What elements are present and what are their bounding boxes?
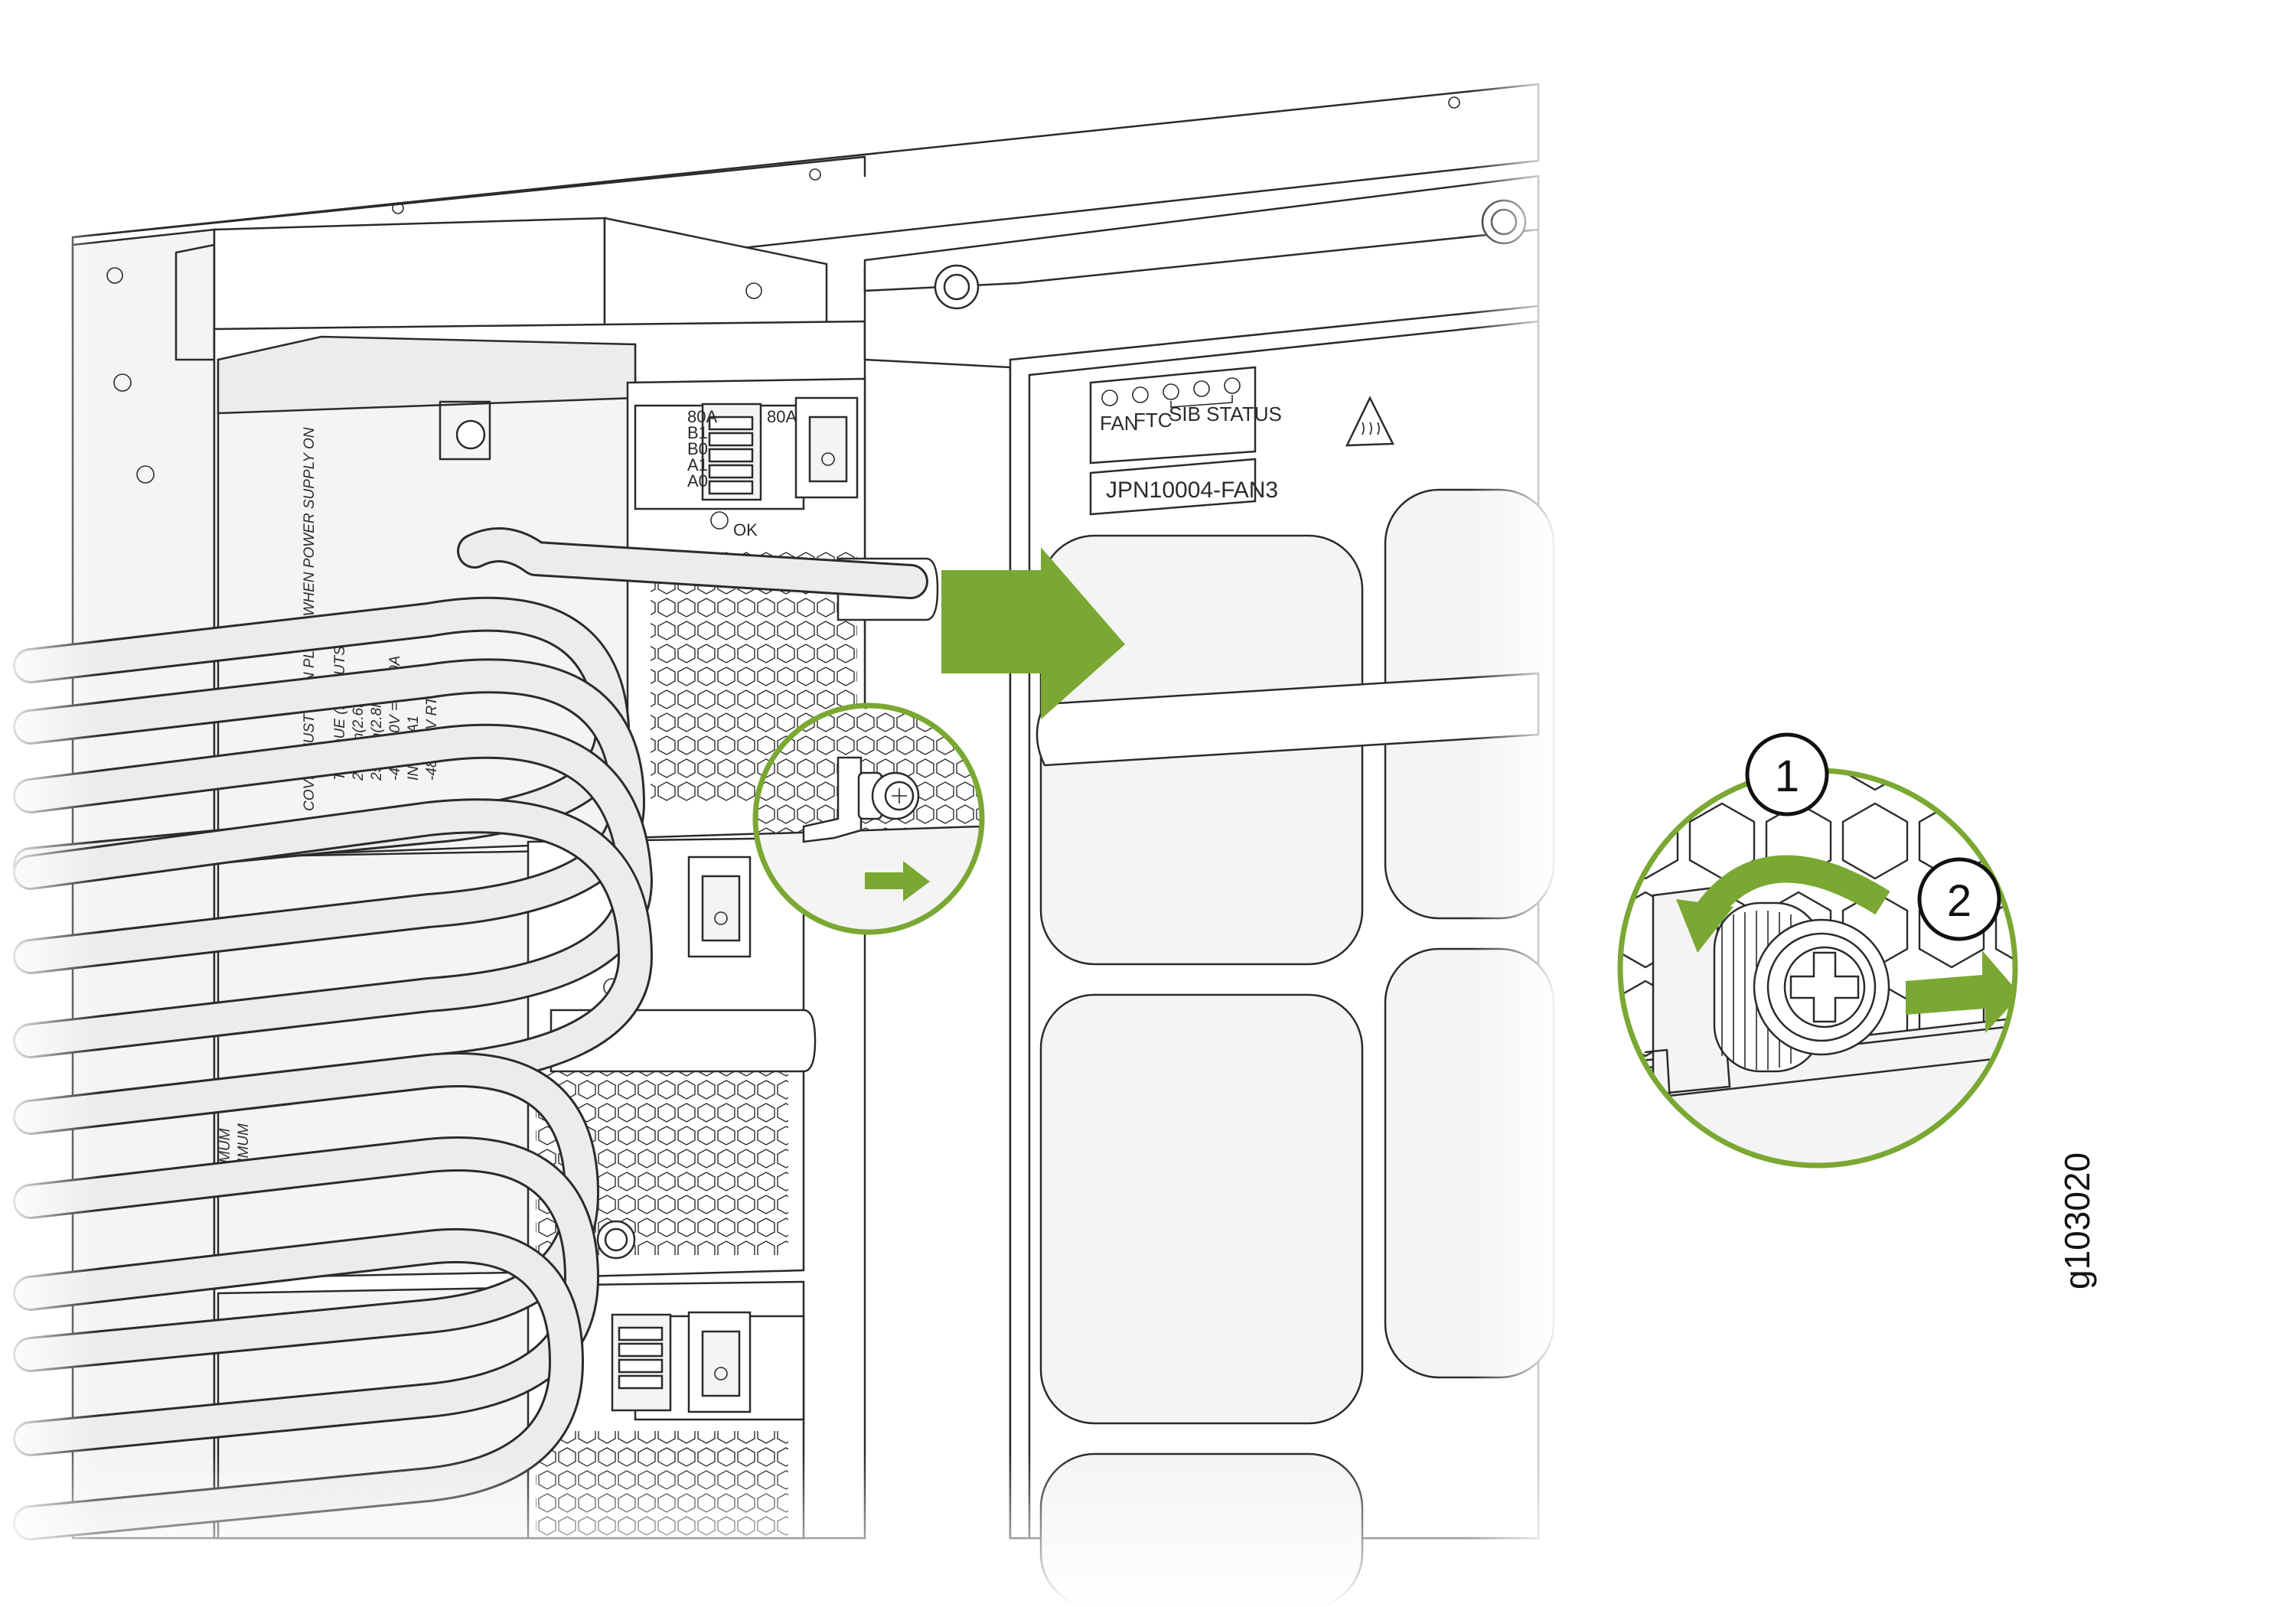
led-label-ftc: FTC — [1133, 409, 1172, 432]
zoom-detail-callout: 1 2 — [1617, 732, 2018, 1169]
hot-surface-warning-icon — [1345, 396, 1394, 447]
switch-label: B1 — [687, 423, 708, 442]
figure-id: g103020 — [2057, 1152, 2097, 1289]
switch-label: B0 — [687, 439, 708, 458]
led-label-fan: FAN — [1100, 412, 1139, 435]
switch-label: 80A — [687, 407, 717, 426]
step-1-callout: 1 — [1745, 732, 1829, 817]
switch-label: A1 — [687, 455, 708, 474]
step-1-number: 1 — [1775, 751, 1799, 801]
pull-out-arrow-icon — [1906, 950, 2015, 1033]
small-detail-callout — [752, 702, 985, 935]
switch-label: A0 — [687, 471, 708, 491]
amp-rating: 80A — [767, 407, 797, 426]
captive-thumbscrew-icon — [1713, 901, 1890, 1073]
fan-tray[interactable]: FAN FTC SIB STATUS JPN10004-FAN3 — [863, 174, 1555, 1607]
fan-tray-model: JPN10004-FAN3 — [1106, 478, 1278, 503]
power-cables — [13, 527, 928, 1540]
step-2-number: 2 — [1947, 876, 1971, 926]
ok-label: OK — [733, 520, 758, 539]
step-2-callout: 2 — [1917, 857, 2001, 941]
rotate-counterclockwise-arrow-icon — [1676, 855, 1890, 953]
pull-arrow-icon — [941, 547, 1125, 719]
